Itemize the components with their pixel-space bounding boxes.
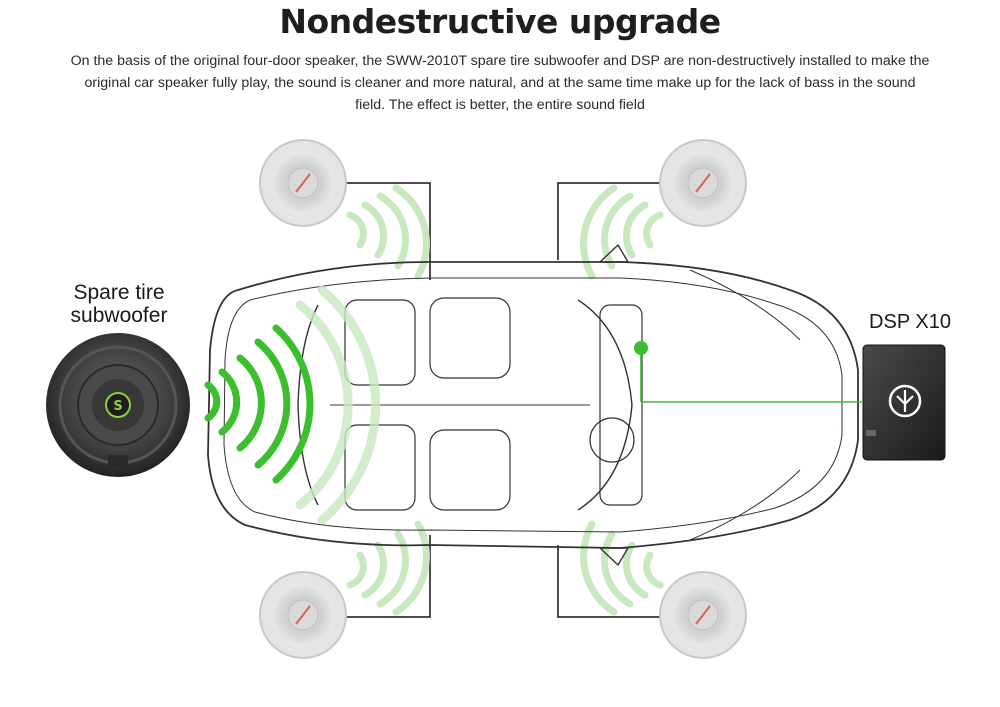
car-body-outline (207, 261, 859, 549)
page-title: Nondestructive upgrade (279, 2, 721, 41)
subwoofer-waves-light (295, 285, 381, 525)
door-speaker-waves (346, 184, 664, 616)
s-circle-logo-icon: S (105, 392, 131, 418)
rear-seat-left (344, 299, 416, 386)
dsp-connection-point (634, 341, 648, 355)
car-top-view (207, 244, 859, 566)
subwoofer-label: Spare tire subwoofer (44, 281, 194, 327)
rear-seat-right (344, 424, 416, 511)
connector-front-right (557, 182, 668, 260)
mirror-left (599, 244, 629, 263)
rear-window (297, 304, 319, 506)
connector-rear-left (338, 535, 431, 618)
speaker-front-right (659, 139, 747, 227)
wave-rear-left (346, 520, 430, 616)
wave-rear-right (580, 520, 664, 616)
speaker-rear-left (259, 571, 347, 659)
connector-lines (338, 182, 668, 618)
dsp-connection (634, 341, 862, 403)
dsp-brand-logo-icon (888, 384, 922, 418)
wave-front-right (580, 184, 664, 280)
hood-line-top (689, 269, 801, 341)
car-inner-outline (223, 277, 843, 533)
page-description: On the basis of the original four-door s… (70, 53, 930, 113)
speaker-front-left (259, 139, 347, 227)
dsp-label: DSP X10 (869, 311, 951, 333)
windshield (577, 299, 633, 511)
front-seat-left (429, 297, 511, 379)
svg-text:S: S (113, 399, 122, 414)
hood-line-bottom (689, 469, 801, 541)
dashboard (599, 304, 643, 506)
mirror-right (599, 547, 629, 566)
speaker-rear-right (659, 571, 747, 659)
subwoofer-label-line2: subwoofer (70, 304, 168, 327)
wave-front-left (346, 184, 430, 280)
subwoofer-waves (204, 324, 314, 484)
connector-rear-right (557, 545, 668, 618)
front-seat-right (429, 429, 511, 511)
spare-tire-subwoofer: S (46, 333, 190, 477)
subwoofer-label-line1: Spare tire (73, 281, 165, 304)
dsp-x10-unit (862, 344, 946, 461)
steering-wheel (589, 417, 635, 463)
